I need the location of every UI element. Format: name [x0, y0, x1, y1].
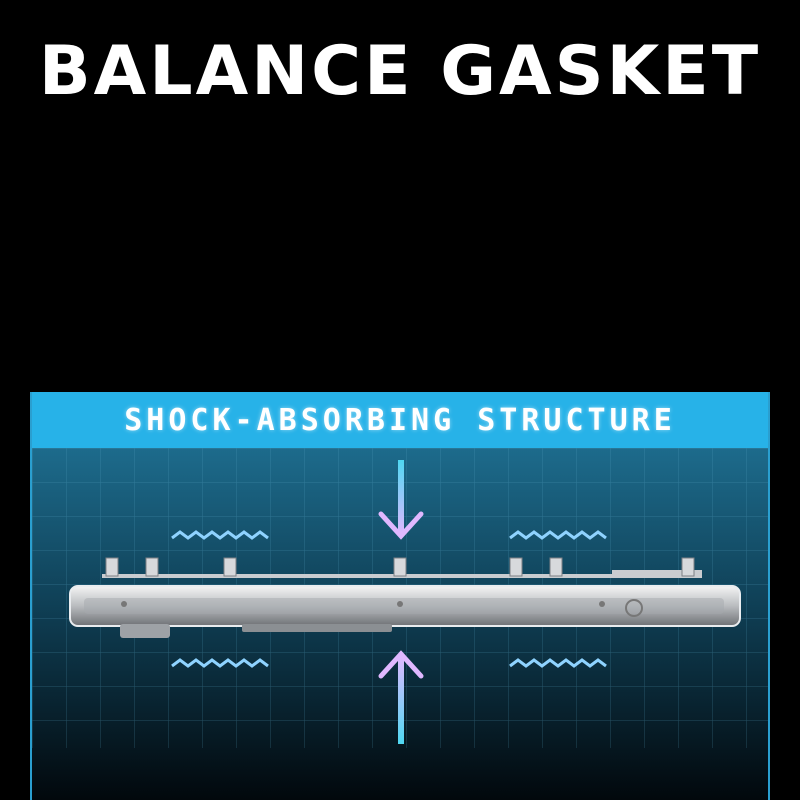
arrow-down-icon: [378, 460, 424, 540]
wave-icon: [509, 658, 607, 668]
shock-absorbing-panel: SHOCK-ABSORBING STRUCTURE: [30, 392, 770, 800]
banner-label: SHOCK-ABSORBING STRUCTURE: [124, 402, 676, 438]
wave-icon: [171, 530, 269, 540]
banner: SHOCK-ABSORBING STRUCTURE: [32, 392, 768, 448]
headline: BALANCE GASKET: [38, 32, 762, 111]
wave-icon: [171, 658, 269, 668]
cross-section-illustration: [32, 448, 768, 800]
keyboard-plate: [102, 557, 702, 578]
keyboard-cross-section-scene: [32, 448, 768, 800]
arrow-up-icon: [378, 650, 424, 744]
wave-icon: [509, 530, 607, 540]
keyboard-case: [69, 585, 741, 638]
